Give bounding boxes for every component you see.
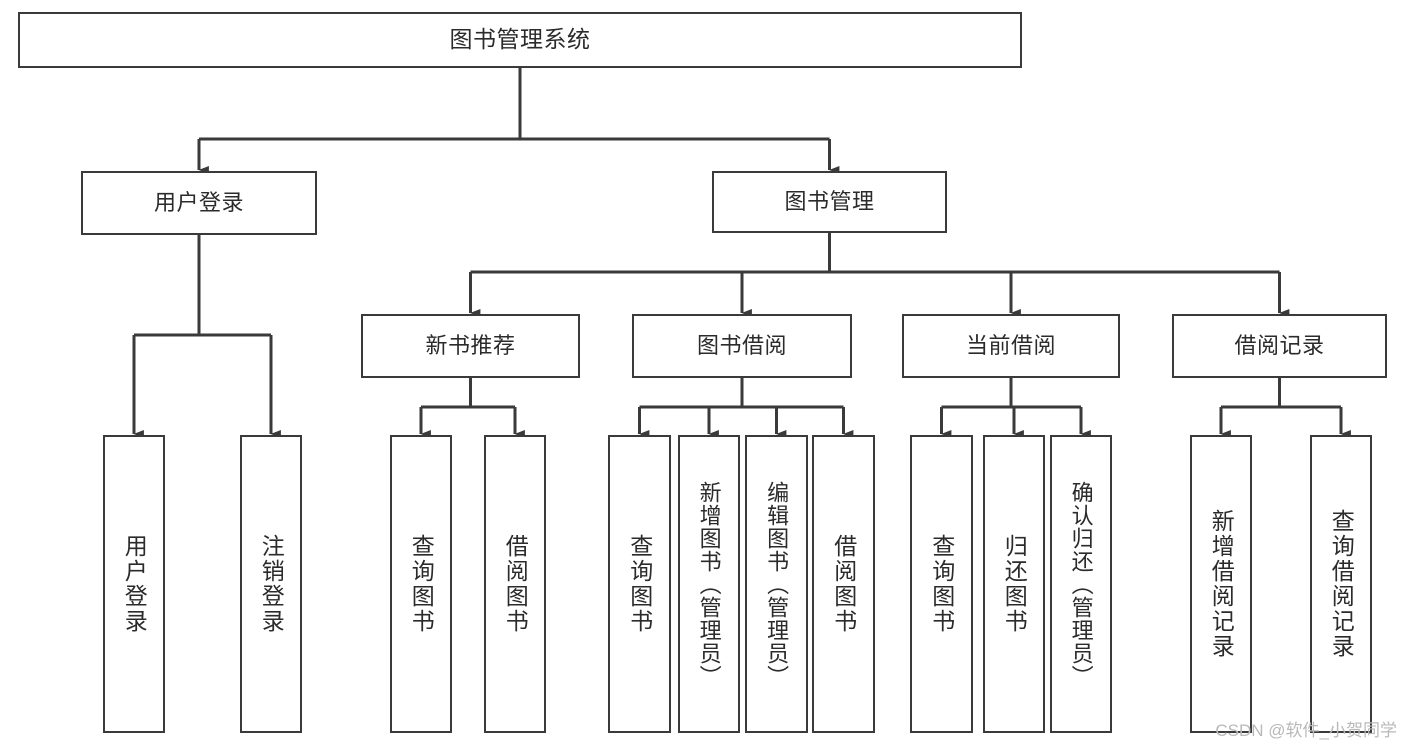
node-l-return[interactable]: 归还图书 (983, 435, 1045, 733)
node-label: 借阅图书 (502, 534, 529, 634)
node-root[interactable]: 图书管理系统 (18, 12, 1022, 68)
node-l-query1[interactable]: 查询图书 (390, 435, 452, 733)
node-l-logout[interactable]: 注销登录 (240, 435, 302, 733)
node-l-borrow2[interactable]: 借阅图书 (812, 435, 875, 733)
node-label: 编辑图书（管理员） (764, 480, 790, 688)
node-newbook[interactable]: 新书推荐 (361, 314, 580, 378)
node-borrow[interactable]: 图书借阅 (632, 314, 852, 378)
node-label: 查询图书 (626, 534, 653, 634)
node-label: 当前借阅 (965, 332, 1056, 358)
node-label: 新增借阅记录 (1208, 509, 1235, 659)
node-label: 用户登录 (121, 534, 148, 634)
node-label: 图书管理系统 (449, 26, 591, 53)
node-label: 借阅图书 (830, 534, 857, 634)
node-login[interactable]: 用户登录 (81, 171, 317, 235)
node-label: 新增图书（管理员） (696, 480, 722, 688)
node-l-edit[interactable]: 编辑图书（管理员） (745, 435, 808, 733)
node-l-add[interactable]: 新增图书（管理员） (678, 435, 740, 733)
node-bookmgmt[interactable]: 图书管理 (712, 171, 947, 233)
node-l-addrec[interactable]: 新增借阅记录 (1190, 435, 1252, 733)
node-label: 确认归还（管理员） (1068, 480, 1094, 688)
node-l-query3[interactable]: 查询图书 (910, 435, 973, 733)
node-records[interactable]: 借阅记录 (1172, 314, 1387, 378)
node-label: 用户登录 (153, 189, 244, 215)
node-label: 查询借阅记录 (1328, 509, 1355, 659)
node-label: 借阅记录 (1234, 332, 1325, 358)
node-label: 归还图书 (1001, 534, 1028, 634)
node-label: 新书推荐 (425, 332, 516, 358)
node-label: 查询图书 (928, 534, 955, 634)
watermark-text: CSDN @软件_小贺同学 (1215, 721, 1397, 740)
node-l-borrow1[interactable]: 借阅图书 (484, 435, 546, 733)
node-l-login[interactable]: 用户登录 (103, 435, 165, 733)
node-l-query2[interactable]: 查询图书 (608, 435, 671, 733)
node-label: 图书借阅 (696, 332, 787, 358)
node-l-confirm[interactable]: 确认归还（管理员） (1050, 435, 1112, 733)
node-current[interactable]: 当前借阅 (902, 314, 1120, 378)
node-label: 注销登录 (258, 534, 285, 634)
node-label: 查询图书 (408, 534, 435, 634)
node-label: 图书管理 (784, 188, 875, 214)
node-l-queryrec[interactable]: 查询借阅记录 (1310, 435, 1372, 733)
